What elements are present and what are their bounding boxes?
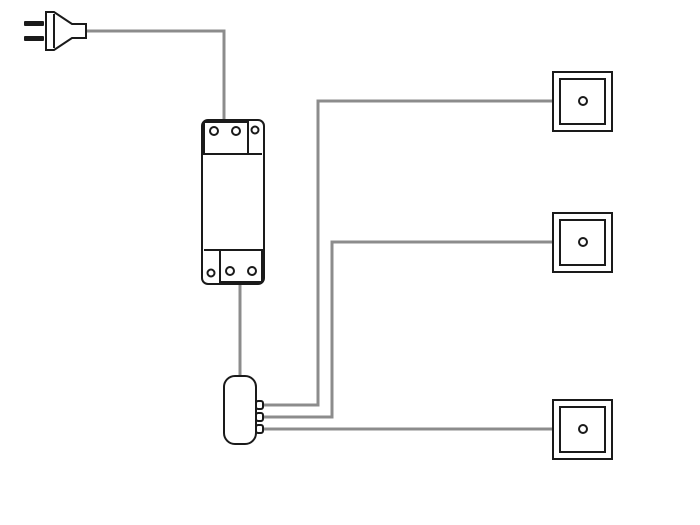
screw-icon: [231, 126, 241, 136]
distributor-body: [223, 375, 257, 445]
driver-bottom-terminal: [219, 249, 263, 283]
distributor-port-1: [255, 400, 264, 410]
screw-icon: [206, 268, 216, 278]
led-driver-icon: [201, 119, 265, 285]
distributor-port-3: [255, 424, 264, 434]
wires: [86, 29, 555, 431]
recessed-light-icon: [552, 399, 613, 460]
screw-icon: [250, 125, 260, 135]
driver-top-terminal: [203, 121, 249, 155]
distributor-port-2: [255, 412, 264, 422]
screw-icon: [247, 266, 257, 276]
recessed-light-icon: [552, 212, 613, 273]
driver-screws: [206, 125, 260, 278]
wire-splitter-to-light-2: [260, 240, 555, 419]
recessed-light-icon: [552, 71, 613, 132]
wire-splitter-to-light-1: [260, 99, 555, 407]
light-1-lens: [578, 96, 588, 106]
screw-icon: [209, 126, 219, 136]
plug-pin-bottom: [24, 36, 44, 41]
light-3-lens: [578, 424, 588, 434]
mains-plug-icon: [24, 11, 87, 51]
distributor-block-icon: [223, 375, 264, 445]
plug-body: [45, 11, 87, 51]
wire-plug-to-driver: [86, 29, 226, 124]
screw-icon: [225, 266, 235, 276]
driver-housing: [201, 119, 265, 285]
light-1-inner: [559, 78, 606, 125]
plug-pin-top: [24, 21, 44, 26]
light-2-lens: [578, 237, 588, 247]
